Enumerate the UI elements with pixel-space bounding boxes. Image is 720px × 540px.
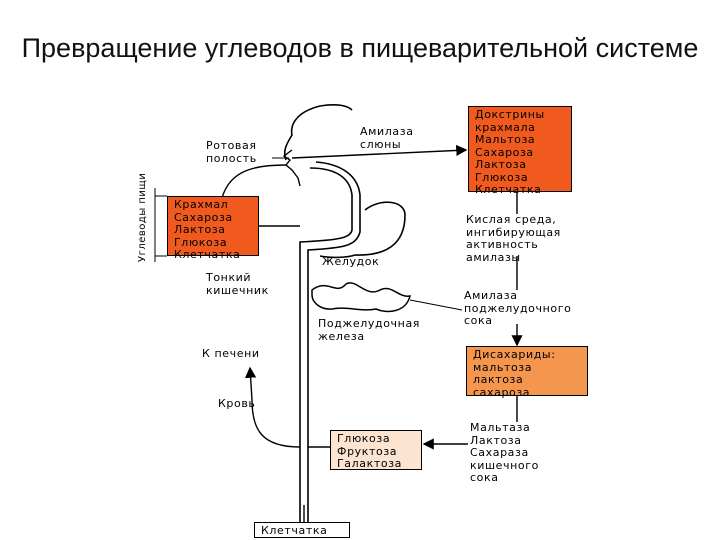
mouth-item: крахмала (475, 120, 536, 134)
mouth-item: Клетчатка (475, 183, 542, 196)
blood-label: Кровь (218, 397, 256, 410)
fiber-box: Клетчатка (254, 522, 350, 538)
pancreatic-amylase-label: Амилаза поджелудочного сока (464, 289, 572, 327)
food-item: Крахмал (174, 198, 229, 211)
mouth-item: Докстрины (475, 108, 545, 121)
mouth-item: Сахароза (475, 145, 534, 159)
oral-cavity-label: Ротовая полость (206, 139, 257, 165)
face-profile (282, 149, 301, 187)
food-item: Лактоза (174, 223, 226, 236)
monosaccharide-item: Глюкоза (337, 432, 391, 445)
disaccharide-item: Дисахариды: (473, 348, 556, 361)
monosaccharide-item: Галактоза (337, 457, 402, 470)
disaccharide-item: сахароза (473, 385, 531, 399)
monosaccharides-box: Глюкоза Фруктоза Галактоза (330, 430, 422, 470)
food-item: Клетчатка (174, 248, 241, 261)
mouth-item: Глюкоза (475, 170, 529, 184)
page-title: Превращение углеводов в пищеварительной … (21, 33, 699, 63)
mouth-products-box: Докстрины крахмала Мальтоза Сахароза Лак… (468, 106, 572, 196)
disaccharide-item: мальтоза (473, 360, 533, 374)
food-item: Глюкоза (174, 235, 228, 249)
stomach-outline (319, 201, 406, 259)
esophagus (299, 167, 353, 525)
side-label: Углеводы пищи (137, 172, 148, 262)
disaccharide-item: лактоза (473, 373, 524, 386)
stomach-label: Желудок (322, 255, 380, 268)
to-liver-label: К печени (202, 347, 260, 360)
fiber-label: Клетчатка (261, 524, 328, 537)
head-profile (283, 103, 353, 161)
saliva-amylase-label: Амилаза слюны (360, 125, 414, 151)
esophagus-inner (307, 161, 361, 525)
mouth-item: Мальтоза (475, 133, 536, 146)
mouth-arrow (291, 144, 468, 159)
mouth-item: Лактоза (475, 158, 527, 171)
food-item: Сахароза (174, 210, 233, 224)
pancreas-outline (311, 282, 412, 313)
food-carbohydrates-box: Крахмал Сахароза Лактоза Глюкоза Клетчат… (167, 196, 259, 261)
pancreas-label: Поджелудочная железа (318, 317, 421, 343)
pancreas-juice-arrow (409, 299, 463, 311)
acid-environment-label: Кислая среда, ингибирующая активность ам… (466, 213, 561, 264)
disaccharides-box: Дисахариды: мальтоза лактоза сахароза (466, 346, 588, 398)
blood-curve (245, 366, 301, 448)
mouth-to-food-line (221, 164, 287, 199)
small-intestine-label: Тонкий кишечник (206, 271, 269, 297)
monosaccharide-item: Фруктоза (337, 444, 398, 458)
intestinal-enzymes-label: Мальтаза Лактоза Сахараза кишечного сока (470, 421, 539, 484)
